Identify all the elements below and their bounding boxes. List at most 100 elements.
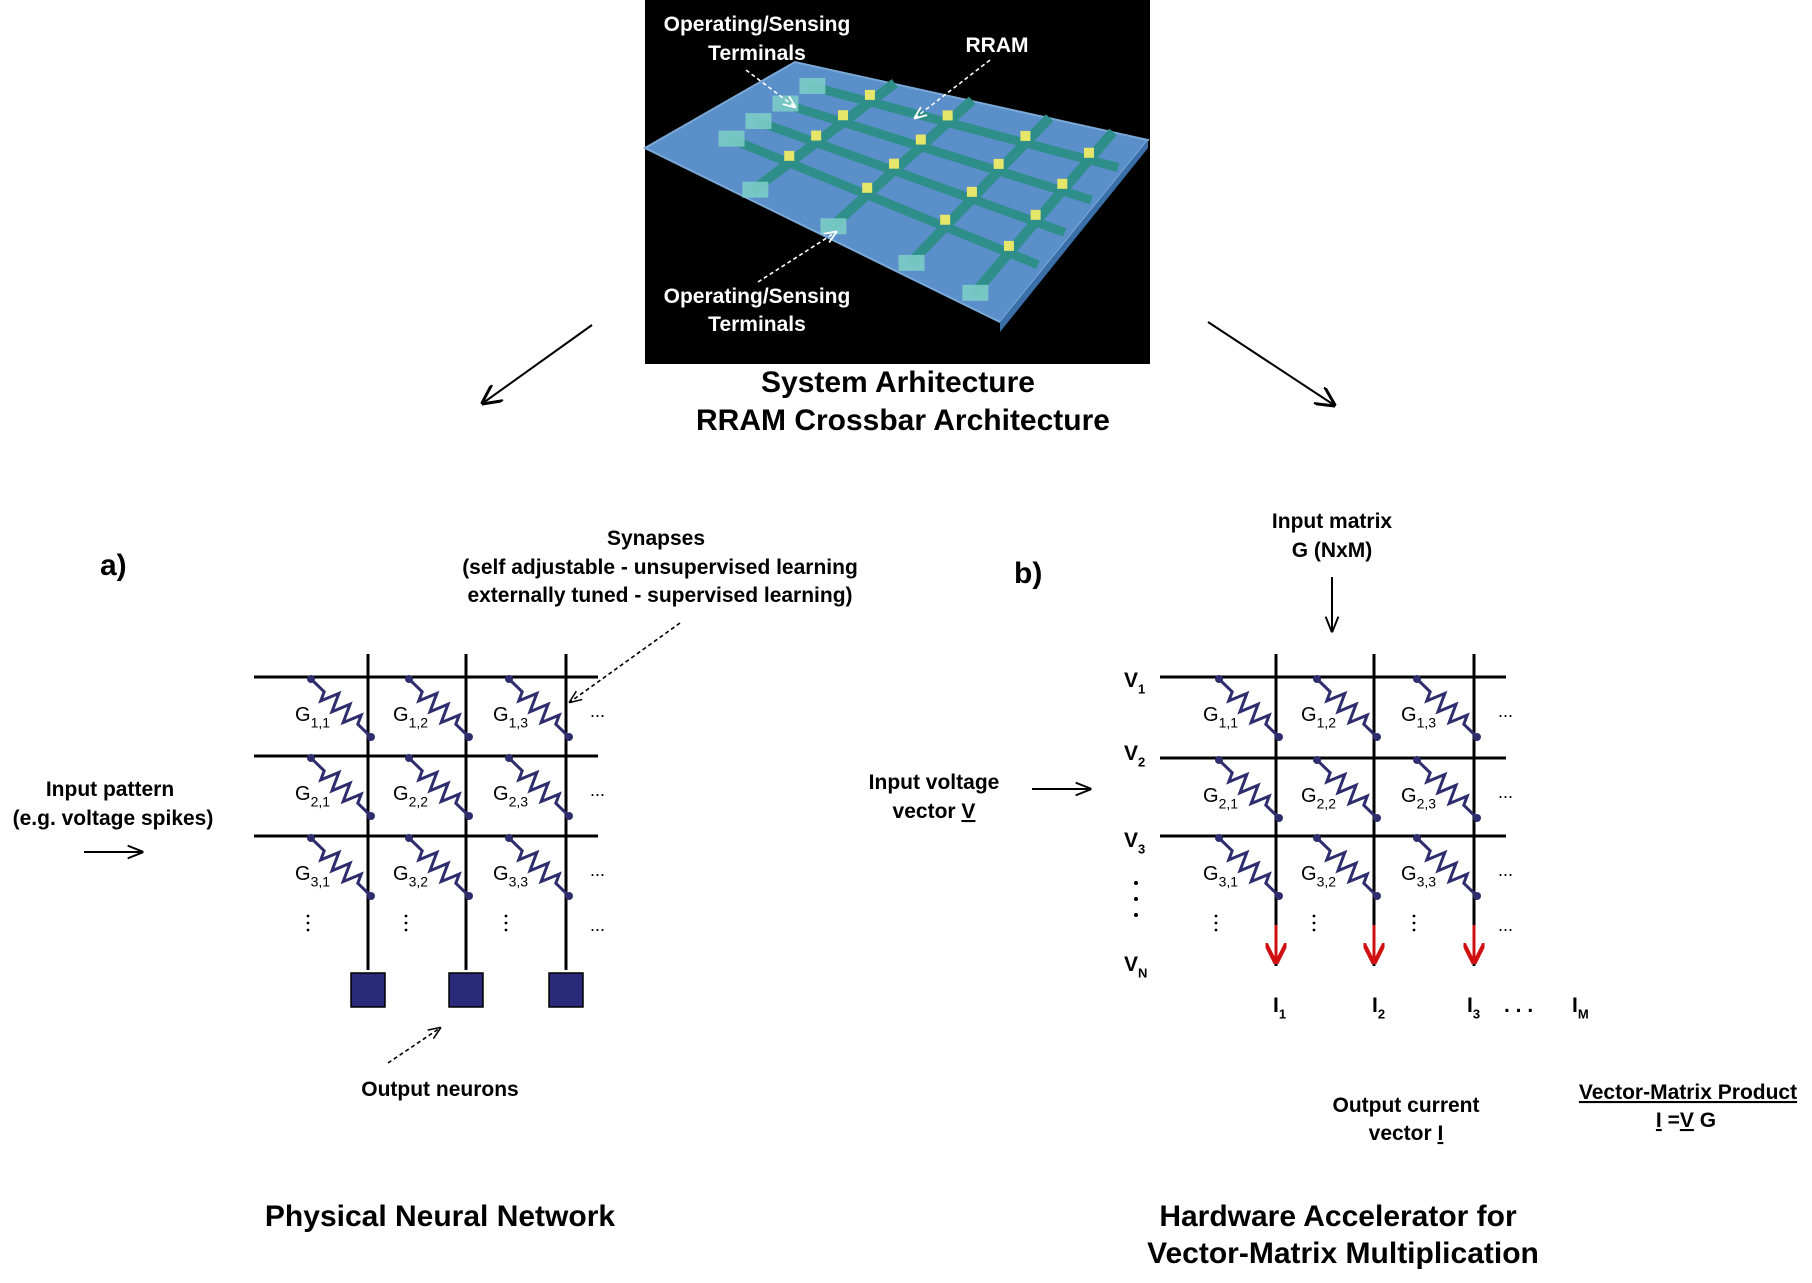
- system-title: System Arhitecture: [761, 366, 1035, 399]
- terminals-top-pointer: [745, 69, 795, 107]
- conductance-label-2-1: G2,1: [1203, 785, 1238, 811]
- conductance-label-3-3: G3,3: [1401, 863, 1436, 889]
- synapse-resistor-2-3-node-bottom: [1473, 814, 1481, 822]
- photo-rram-cell: [889, 158, 900, 169]
- synapse-resistor-3-1-node-top: [1215, 834, 1223, 842]
- synapse-resistor-2-1-node-top: [1215, 756, 1223, 764]
- output-neuron-3: [548, 972, 584, 1008]
- conductance-label-3-2: G3,2: [1301, 863, 1336, 889]
- photo-side-pad-3: [898, 254, 925, 271]
- vmp-title: Vector-Matrix Product: [1579, 1081, 1797, 1104]
- photo-rram-cell: [838, 110, 849, 121]
- rram-label: RRAM: [966, 34, 1029, 57]
- column-vdots-3: [1412, 928, 1416, 932]
- voltage-label-2: V2: [1124, 742, 1145, 770]
- photo-rram-cell: [1030, 209, 1041, 220]
- synapse-resistor-2-1-node-bottom: [367, 812, 375, 820]
- synapse-resistor-2-2: [1315, 758, 1379, 820]
- synapses-note-1: (self adjustable - unsupervised learning: [462, 556, 858, 579]
- terminals-bottom-label-2: Terminals: [708, 313, 806, 336]
- synapse-resistor-2-2-node-bottom: [1373, 814, 1381, 822]
- neurons-pointer: [387, 1028, 440, 1064]
- column-vdots-2: [404, 928, 408, 932]
- photo-rram-cell: [1020, 130, 1031, 141]
- row-ellipsis-3: ...: [590, 860, 605, 880]
- input-pattern-note: (e.g. voltage spikes): [13, 807, 214, 830]
- synapse-resistor-1-1: [1217, 677, 1281, 739]
- photo-bottom-electrode-1: [726, 133, 1040, 269]
- arrow-to-left: [483, 324, 593, 403]
- column-vdots-2: [404, 921, 408, 925]
- corner-ellipsis: ...: [590, 915, 605, 935]
- conductance-label-1-2: G1,2: [1301, 704, 1336, 730]
- photo-top-electrode-1: [749, 79, 898, 195]
- output-neuron-2: [448, 972, 484, 1008]
- photo-rram-cell: [915, 134, 926, 145]
- system-subtitle: RRAM Crossbar Architecture: [696, 404, 1110, 437]
- synapse-resistor-3-2-node-bottom: [465, 892, 473, 900]
- photo-side-pad-4: [962, 284, 989, 301]
- synapse-resistor-2-2-node-bottom: [465, 812, 473, 820]
- synapse-resistor-1-2-node-top: [1313, 675, 1321, 683]
- input-pattern-label: Input pattern: [46, 778, 174, 801]
- synapse-resistor-3-3-node-top: [505, 834, 513, 842]
- conductance-label-1-1: G1,1: [295, 704, 330, 730]
- synapse-resistor-3-3-node-bottom: [565, 892, 573, 900]
- current-label-3: I3: [1467, 994, 1480, 1022]
- photo-rram-cell: [940, 214, 951, 225]
- synapse-resistor-3-1: [309, 836, 373, 898]
- column-vdots-2: [1312, 921, 1316, 925]
- column-vdots-1: [1214, 914, 1218, 918]
- current-label-2: I2: [1372, 994, 1385, 1022]
- rram-crossbar-photo: Operating/Sensing Terminals RRAM Operati…: [642, 0, 1150, 364]
- voltage-vdots: [1134, 913, 1138, 917]
- photo-bottom-electrode-3: [780, 98, 1093, 205]
- photo-terminal-pad-4: [799, 77, 826, 94]
- voltage-label-3: V3: [1124, 829, 1145, 857]
- synapse-resistor-1-1-node-top: [1215, 675, 1223, 683]
- synapse-resistor-2-3: [507, 756, 571, 818]
- photo-side-pad-1: [742, 181, 769, 198]
- arrow-to-right: [1207, 321, 1334, 405]
- photo-rram-cell: [1083, 147, 1094, 158]
- input-matrix-dims: G (NxM): [1292, 539, 1373, 562]
- synapse-pointer: [570, 622, 681, 702]
- row-ellipsis-1: ...: [590, 701, 605, 721]
- conductance-label-2-2: G2,2: [1301, 785, 1336, 811]
- synapse-resistor-3-1-node-bottom: [1275, 892, 1283, 900]
- synapse-resistor-3-1-node-top: [307, 834, 315, 842]
- synapse-resistor-3-2-node-top: [405, 834, 413, 842]
- row-ellipsis-3: ...: [1498, 860, 1513, 880]
- photo-rram-cell: [862, 182, 873, 193]
- photo-top-electrode-3: [905, 114, 1054, 268]
- voltage-label-4: VN: [1124, 953, 1147, 981]
- photo-labels: Operating/Sensing Terminals RRAM Operati…: [664, 13, 1029, 336]
- synapse-resistor-3-1: [1217, 836, 1281, 898]
- output-neuron-1: [350, 972, 386, 1008]
- column-vdots-1: [1214, 921, 1218, 925]
- photo-top-electrode-4: [969, 128, 1117, 298]
- conductance-label-2-2: G2,2: [393, 783, 428, 809]
- photo-rram-cell: [811, 130, 822, 141]
- synapses-label: Synapses: [607, 527, 705, 550]
- synapses-note-2: externally tuned - supervised learning): [467, 584, 852, 607]
- synapse-resistor-1-1-node-bottom: [367, 733, 375, 741]
- photo-rram-cell: [1057, 178, 1068, 189]
- photo-terminal-pad-3: [772, 95, 799, 112]
- substrate-edge: [1000, 140, 1148, 332]
- photo-rram-cell: [966, 186, 977, 197]
- synapse-resistor-1-3: [507, 677, 571, 739]
- synapse-resistor-3-1-node-bottom: [367, 892, 375, 900]
- input-voltage-label: Input voltage: [869, 771, 1000, 794]
- row-ellipsis-2: ...: [590, 780, 605, 800]
- conductance-label-3-1: G3,1: [295, 863, 330, 889]
- conductance-label-3-3: G3,3: [493, 863, 528, 889]
- photo-bottom-electrode-2: [753, 116, 1067, 237]
- panel-a: a) Synapses (self adjustable - unsupervi…: [13, 527, 858, 1233]
- photo-terminal-pad-2: [745, 113, 772, 130]
- synapse-resistor-2-3: [1415, 758, 1479, 820]
- panel-b-label: b): [1014, 557, 1042, 590]
- synapse-resistor-1-3-node-top: [1413, 675, 1421, 683]
- synapse-resistor-3-3-node-bottom: [1473, 892, 1481, 900]
